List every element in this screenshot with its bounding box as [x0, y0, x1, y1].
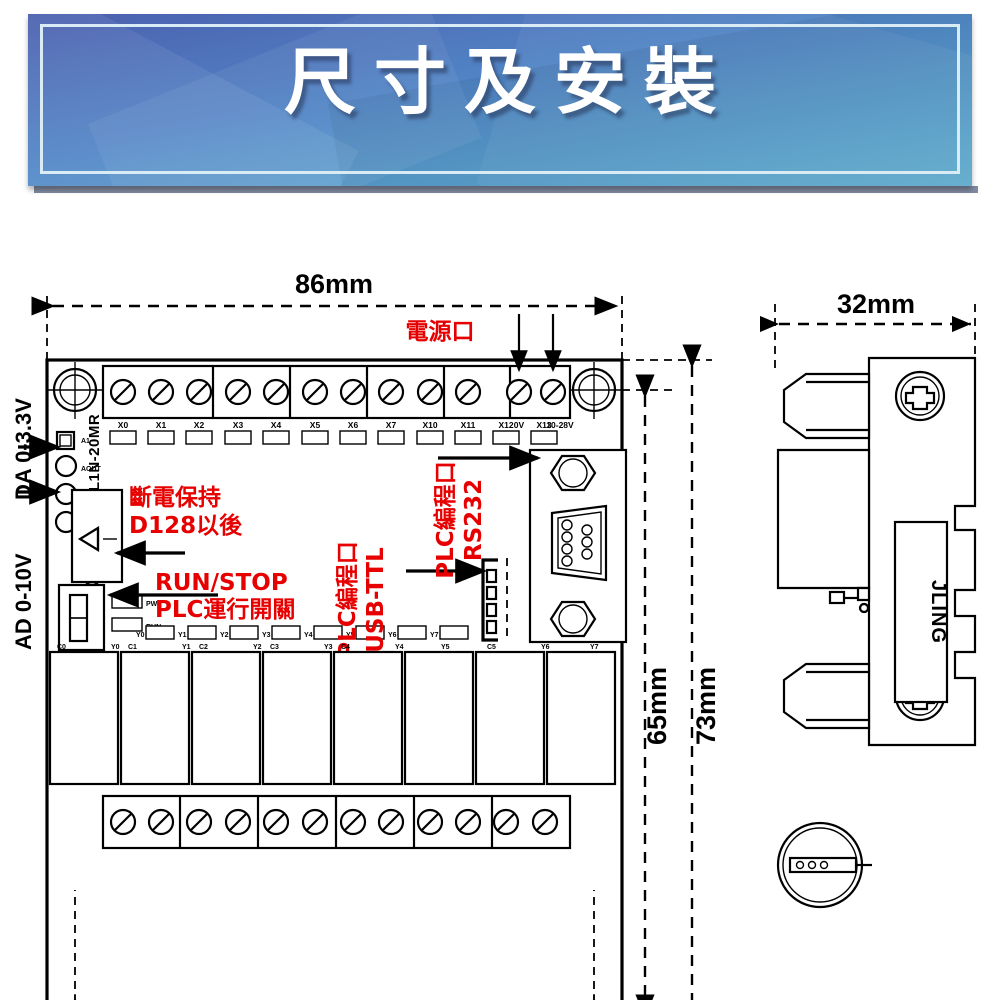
svg-text:Y7: Y7: [430, 632, 439, 639]
output-led-row: Y0 Y1 Y2 Y3 Y4 Y5 Y6 Y7: [136, 625, 469, 640]
svg-text:Y7: Y7: [590, 644, 599, 651]
dimension-73mm: 73mm: [622, 344, 721, 1000]
power-port-label: 電源口: [406, 319, 475, 345]
banner-panel: 尺寸及安裝: [28, 14, 972, 186]
da-output-label: DA 0-3.3V: [11, 398, 36, 500]
output-terminal-screws: [109, 808, 559, 836]
output-terminal-labels: C0 Y0 C1 Y1 C2 Y2 C3 Y3 C4 Y4 Y5 C5 Y6 Y…: [57, 644, 599, 651]
dimension-86mm-label: 86mm: [295, 269, 373, 299]
svg-text:C0: C0: [57, 644, 66, 651]
svg-text:C4: C4: [341, 644, 350, 651]
dimension-73mm-label: 73mm: [691, 667, 721, 745]
svg-text:X1: X1: [156, 420, 167, 430]
usb-ttl-line1: PLC編程口: [334, 541, 361, 658]
rs232-line2: RS232: [461, 479, 487, 561]
svg-text:X10: X10: [422, 420, 437, 430]
header-banner: 尺寸及安裝: [0, 0, 1000, 200]
ad-input-label: AD 0-10V: [11, 553, 36, 650]
svg-text:PW: PW: [146, 601, 158, 608]
banner-shadow-bar: [34, 186, 978, 193]
run-stop-line1: RUN/STOP: [155, 570, 288, 596]
battery-hold-line1: 斷電保持: [129, 484, 221, 511]
svg-text:Y6: Y6: [388, 632, 397, 639]
usb-ttl-header: [481, 558, 508, 642]
svg-text:X12: X12: [498, 420, 513, 430]
input-terminal-block: [101, 364, 572, 420]
svg-text:A1: A1: [81, 438, 90, 445]
svg-text:0V: 0V: [514, 420, 525, 430]
run-stop-line2: PLC運行開關: [155, 596, 295, 623]
dimension-drawing: 86mm: [0, 200, 1000, 1000]
mounting-holes: [46, 362, 623, 1000]
input-terminal-labels: X0 X1 X2 X3 X4 X5 X6 X7 X10 X11 X12 X13: [109, 420, 558, 445]
power-terminal-labels: 0V 10-28V: [514, 420, 574, 430]
svg-text:X2: X2: [194, 420, 205, 430]
svg-text:Y2: Y2: [220, 632, 229, 639]
svg-text:C2: C2: [199, 644, 208, 651]
banner-inner-border: [40, 24, 960, 174]
svg-text:Y3: Y3: [324, 644, 333, 651]
svg-text:X11: X11: [461, 420, 476, 430]
output-terminal-block: [101, 794, 572, 850]
svg-text:X5: X5: [310, 420, 321, 430]
svg-text:X3: X3: [233, 420, 244, 430]
dimension-32mm: 32mm: [759, 289, 976, 370]
svg-text:C3: C3: [270, 644, 279, 651]
svg-text:Y5: Y5: [441, 644, 450, 651]
battery-backup-component: [70, 488, 124, 584]
svg-text:X6: X6: [348, 420, 359, 430]
annotation-run-stop: RUN/STOP PLC運行開關: [106, 570, 295, 623]
battery-hold-line2: D128以後: [129, 512, 243, 539]
svg-text:Y1: Y1: [182, 644, 191, 651]
page-title: 尺寸及安裝: [283, 40, 734, 124]
svg-text:Y2: Y2: [253, 644, 262, 651]
dimension-65mm: 65mm: [622, 374, 672, 1000]
svg-text:C5: C5: [487, 644, 496, 651]
svg-text:X13: X13: [536, 420, 551, 430]
rs232-line1: PLC編程口: [432, 461, 459, 578]
svg-text:Y0: Y0: [136, 632, 145, 639]
svg-text:X7: X7: [386, 420, 397, 430]
side-brand-label: JLING: [927, 580, 949, 644]
svg-text:Y1: Y1: [178, 632, 187, 639]
dimension-65mm-label: 65mm: [642, 667, 672, 745]
svg-text:AOUT: AOUT: [81, 466, 102, 473]
terminal-screws: [109, 378, 567, 406]
svg-text:X4: X4: [271, 420, 282, 430]
svg-text:Y4: Y4: [395, 644, 404, 651]
run-stop-switch[interactable]: [57, 583, 106, 652]
svg-text:X0: X0: [118, 420, 129, 430]
side-view: 32mm JLING: [759, 289, 977, 909]
svg-text:Y6: Y6: [541, 644, 550, 651]
dimension-86mm: 86mm: [31, 269, 623, 360]
annotation-battery-hold: 斷電保持 D128以後: [113, 484, 243, 566]
svg-text:C1: C1: [128, 644, 137, 651]
annotation-usb-ttl: PLC編程口 USB-TTL: [334, 541, 488, 659]
dimension-78mm: 78mm: [74, 890, 595, 1000]
annotation-ad-input: AD 0-10V: [11, 479, 62, 650]
board-model-label: JL1N-20MR: [86, 414, 103, 500]
svg-text:10-28V: 10-28V: [546, 420, 574, 430]
svg-text:Y0: Y0: [111, 644, 120, 651]
dimension-32mm-label: 32mm: [837, 289, 915, 319]
relay-blocks: [48, 650, 617, 786]
annotation-rs232: PLC編程口 RS232: [432, 445, 542, 579]
db9-rs232-connector: [528, 448, 628, 644]
svg-text:Y3: Y3: [262, 632, 271, 639]
usb-ttl-line2: USB-TTL: [363, 547, 389, 653]
annotation-power-port: 電源口: [406, 314, 562, 373]
svg-text:Y5: Y5: [346, 632, 355, 639]
svg-text:Y4: Y4: [304, 632, 313, 639]
